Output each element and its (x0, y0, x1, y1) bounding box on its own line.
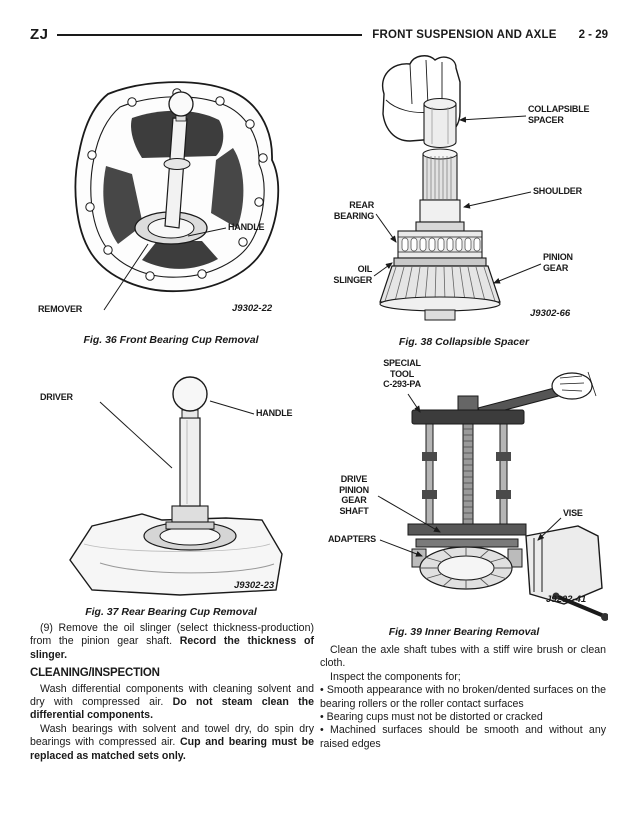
bullet-text: Machined surfaces should be smooth and w… (320, 724, 607, 750)
fig36-reference-number: J9302-22 (232, 303, 273, 314)
bullet-item-bearing-cups: • Bearing cups must not be distorted or … (320, 711, 606, 724)
paragraph-clean-axle-tubes: Clean the axle shaft tubes with a stiff … (320, 644, 606, 670)
paragraph-inspect-components: Inspect the components for; (330, 670, 461, 683)
fig38-label-collapsible-spacer: COLLAPSIBLE SPACER (528, 104, 590, 125)
wash-bearings-bold-text: Cup and bearing must be replaced as matc… (30, 736, 314, 762)
fig39-reference-number: J9202-41 (546, 594, 587, 605)
bullet-text: Smooth appearance with no broken/dented … (320, 684, 606, 710)
header-section-title: FRONT SUSPENSION AND AXLE (372, 28, 557, 41)
wash-bearings-text: Wash bearings with solvent and towel dry… (30, 722, 314, 749)
fig38-label-shoulder: SHOULDER (533, 186, 582, 196)
header-rule (56, 33, 363, 36)
bullet-marker: • (320, 684, 327, 697)
paragraph-step-9: (9) Remove the oil slinger (select thick… (30, 622, 314, 662)
figure-36-front-bearing-cup-removal: HANDLE REMOVER J9302-22 (30, 52, 312, 320)
bullet-marker: • (320, 711, 327, 724)
fig38-label-oil-slinger: OIL SLINGER (333, 264, 372, 285)
fig39-label-drive-pinion-gear-shaft: DRIVE PINION GEAR SHAFT (339, 474, 369, 516)
fig36-label-handle: HANDLE (228, 222, 265, 232)
fig38-artwork (373, 55, 542, 321)
fig37-label-handle: HANDLE (256, 408, 293, 418)
fig38-reference-number: J9302-66 (530, 308, 571, 319)
fig37-artwork (69, 376, 283, 596)
left-text-column: (9) Remove the oil slinger (select thick… (30, 622, 314, 763)
bullet-item-machined-surfaces: • Machined surfaces should be smooth and… (320, 724, 606, 751)
fig39-label-vise: VISE (563, 508, 583, 518)
paragraph-wash-bearings: Wash bearings with solvent and towel dry… (30, 723, 314, 763)
step9-text: (9) Remove the oil slinger (select thick… (30, 622, 314, 648)
paragraph-wash-differential: Wash differential components with cleani… (30, 683, 314, 723)
fig37-label-driver: DRIVER (40, 392, 73, 402)
bullet-text: Bearing cups must not be distorted or cr… (326, 711, 543, 724)
fig38-label-pinion-gear: PINION GEAR (543, 252, 573, 273)
fig36-artwork (74, 81, 280, 311)
fig37-caption: Fig. 37 Rear Bearing Cup Removal (85, 606, 257, 618)
wash-differential-bold-text: Do not steam clean the differential comp… (30, 696, 314, 722)
page-header: ZJ FRONT SUSPENSION AND AXLE 2 - 29 (30, 26, 608, 43)
fig38-caption: Fig. 38 Collapsible Spacer (398, 336, 530, 348)
fig36-caption: Fig. 36 Front Bearing Cup Removal (83, 334, 259, 346)
header-model: ZJ (30, 26, 49, 43)
fig39-label-adapters: ADAPTERS (328, 534, 376, 544)
fig39-caption: Fig. 39 Inner Bearing Removal (388, 626, 540, 638)
fig37-reference-number: J9302-23 (234, 580, 275, 591)
heading-cleaning-inspection: CLEANING/INSPECTION (30, 667, 160, 680)
step9-bold-text: Record the thickness of slinger. (30, 635, 314, 661)
bullet-marker: • (320, 724, 330, 737)
fig39-label-special-tool: SPECIAL TOOL C-293-PA (383, 358, 421, 389)
fig36-label-remover: REMOVER (38, 304, 83, 314)
figure-37-rear-bearing-cup-removal: DRIVER HANDLE J9302-23 (30, 368, 312, 600)
wash-differential-text: Wash differential components with cleani… (30, 682, 314, 709)
fig38-label-rear-bearing: REAR BEARING (333, 200, 374, 221)
bullet-item-smooth-appearance: • Smooth appearance with no broken/dente… (320, 684, 606, 711)
right-text-column: Clean the axle shaft tubes with a stiff … (320, 644, 606, 751)
figure-39-inner-bearing-removal: SPECIAL TOOL C-293-PA DRIVE PINION GEAR … (320, 356, 608, 622)
fig39-artwork (377, 371, 608, 621)
header-page-number: 2 - 29 (578, 28, 608, 41)
figure-38-collapsible-spacer: COLLAPSIBLE SPACER SHOULDER REAR BEARING… (322, 52, 606, 324)
